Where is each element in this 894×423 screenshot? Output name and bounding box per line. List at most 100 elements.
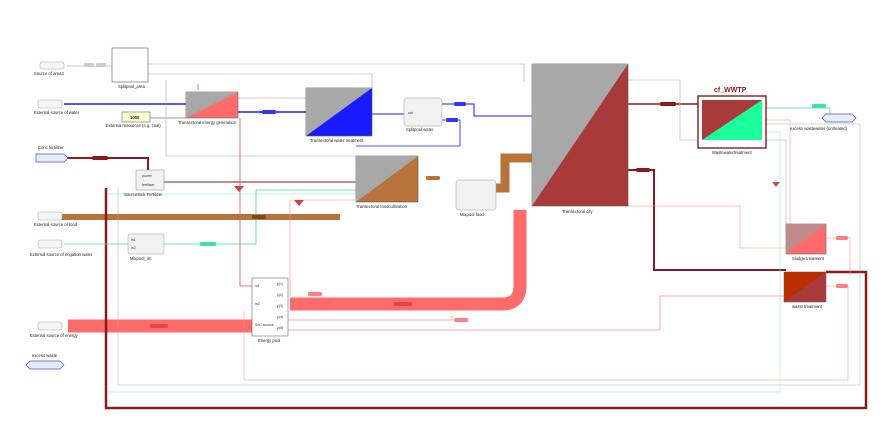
- tag-water-3: [446, 118, 458, 122]
- junction-waste: [772, 182, 780, 187]
- tag-waste-3: [636, 168, 650, 172]
- tag-energy-2: [394, 302, 412, 306]
- grey-right-edge: [117, 123, 861, 386]
- energy-gen-label: Transectoral energy generation: [178, 120, 237, 125]
- ext-resources-label: External resources (e.g. coal): [106, 123, 161, 128]
- ext-resources-block[interactable]: 1000 External resources (e.g. coal): [106, 111, 161, 128]
- tag-energy-5: [836, 236, 848, 240]
- tag-energy-1: [150, 324, 168, 328]
- excess-waste-label: excess waste: [32, 353, 58, 358]
- tag-area-1: [84, 63, 94, 67]
- energy-generation-block[interactable]: Transectoral energy generation: [178, 91, 239, 125]
- ep-port-src: SoC source: [255, 323, 274, 327]
- ep-port-y4: y(4): [277, 315, 283, 319]
- mixpool-irr-label: Mixpool_irri: [130, 256, 151, 261]
- grey-area-2: [148, 63, 525, 82]
- tag-irr-1: [200, 242, 216, 246]
- wwtp-title: cf_WWTP: [714, 87, 747, 94]
- split-water-port-label: out: [408, 111, 413, 115]
- junction-energy-1: [234, 186, 244, 192]
- waste-fert: [66, 157, 149, 172]
- irr-port-in1: in1: [131, 238, 136, 242]
- sources: Source of area3 External source of water…: [25, 61, 93, 370]
- conc-fert-label: Conc fertilizer: [38, 145, 64, 150]
- energy-pool-block[interactable]: in1 in2 SoC source y(1) y(2) y(3) y(4) y…: [251, 277, 289, 343]
- ep-port-y3: y(3): [277, 304, 283, 308]
- tag-waste-1: [92, 156, 108, 160]
- fert-port-fertilizer: fertilizer: [142, 183, 155, 187]
- city-label: Transectoral city: [562, 209, 593, 214]
- ep-port-y1: y(1): [277, 282, 283, 286]
- sludge-treat-label: Sludge treatment: [792, 256, 825, 261]
- fert-port-power: power: [142, 174, 153, 178]
- waste-loop: [104, 188, 868, 410]
- ext-irrigation-label: External source of irrigation water: [30, 252, 93, 257]
- ext-irrigation-connector[interactable]: [37, 239, 63, 249]
- ep-port-in1: in1: [255, 284, 260, 288]
- waste-treatment-block[interactable]: waste treatment: [783, 271, 827, 309]
- pink-ep-city: [288, 316, 453, 321]
- irr-port-in2: in2: [131, 246, 136, 250]
- mixpool-food-label: Mixpool food: [460, 212, 484, 217]
- wwtp-block[interactable]: cf_WWTP Wastewatertreatment: [697, 87, 767, 155]
- grey-loop: [165, 80, 356, 157]
- food-cult-label: Transectoral foodcultivation: [356, 204, 408, 209]
- ext-water-label: External source of water: [34, 110, 80, 115]
- tag-food-2: [426, 176, 440, 180]
- pink-ep-food: [289, 199, 356, 298]
- splitpool-area-block[interactable]: Splitpool_area: [111, 47, 149, 89]
- tag-energy-4: [308, 292, 322, 296]
- energy-pool-label: Energy pool: [258, 338, 280, 343]
- conc-fert-connector[interactable]: [35, 153, 69, 163]
- source-area3-connector[interactable]: [39, 61, 65, 70]
- splitpool-water-block[interactable]: out Splitpool water: [403, 97, 443, 132]
- line-tags: [84, 63, 848, 328]
- tag-water-2: [454, 102, 466, 106]
- waste-treat-label: waste treatment: [792, 304, 823, 309]
- excess-wastewater-label: excess wastewater (untreated): [790, 126, 848, 131]
- grey-area-3: [148, 73, 373, 88]
- energy-flow-city: [290, 210, 527, 311]
- city-block[interactable]: Transectoral city: [531, 63, 629, 214]
- pink-city-sludge: [628, 205, 786, 249]
- ext-food-label: External source of food: [34, 222, 78, 227]
- mixpool-food-block[interactable]: Mixpool food: [455, 179, 497, 217]
- tag-waste-2: [660, 102, 676, 106]
- tag-area-2: [96, 63, 106, 67]
- irr-loop: [108, 131, 781, 393]
- mixpool-irrigation-block[interactable]: in1 in2 Mixpool_irri: [127, 233, 165, 261]
- wastewater-treat-label: Wastewatertreatment: [712, 150, 752, 155]
- tag-energy-3: [454, 318, 468, 322]
- source-area3-label: Source of area3: [34, 71, 64, 76]
- sourcesink-fertilizer-block[interactable]: power fertilizer SourceSink Fertilizer: [124, 169, 165, 197]
- split-water-label: Splitpool water: [406, 127, 434, 132]
- tag-energy-6: [836, 284, 848, 288]
- water-treatment-block[interactable]: Transectoral water treatment: [305, 87, 373, 143]
- excess-wastewater-block[interactable]: excess wastewater (untreated): [790, 113, 857, 131]
- ext-energy-connector[interactable]: [37, 321, 63, 331]
- splitpool-area-label: Splitpool_area: [118, 84, 145, 89]
- pink-sludge: [826, 237, 851, 276]
- grey-city-right: [628, 79, 787, 230]
- foodcultivation-block[interactable]: Transectoral foodcultivation: [355, 155, 419, 209]
- food-flow-city: [496, 153, 532, 193]
- ext-food-connector[interactable]: [37, 211, 63, 221]
- pink-wwtp: [766, 119, 791, 240]
- tag-food-1: [252, 215, 266, 219]
- ext-water-connector[interactable]: [37, 99, 63, 109]
- sludge-treatment-block[interactable]: Sludge treatment: [785, 223, 827, 261]
- pink-gen-ep: [239, 118, 256, 287]
- waste-city-out: [628, 169, 786, 271]
- tag-irr-2: [812, 104, 826, 108]
- ep-port-y5: y(5): [277, 326, 283, 330]
- excess-waste-connector[interactable]: [25, 360, 65, 370]
- sourcesink-fert-label: SourceSink Fertilizer: [124, 192, 163, 197]
- ep-port-in2: in2: [255, 302, 260, 306]
- tag-water-1: [262, 110, 276, 114]
- ext-energy-label: External source of energy: [30, 333, 79, 338]
- water-treat-label: Transectoral water treatment: [310, 138, 364, 143]
- pink-ep-low: [288, 295, 786, 331]
- junction-energy-2: [294, 200, 304, 206]
- resource-value: 1000: [130, 115, 140, 120]
